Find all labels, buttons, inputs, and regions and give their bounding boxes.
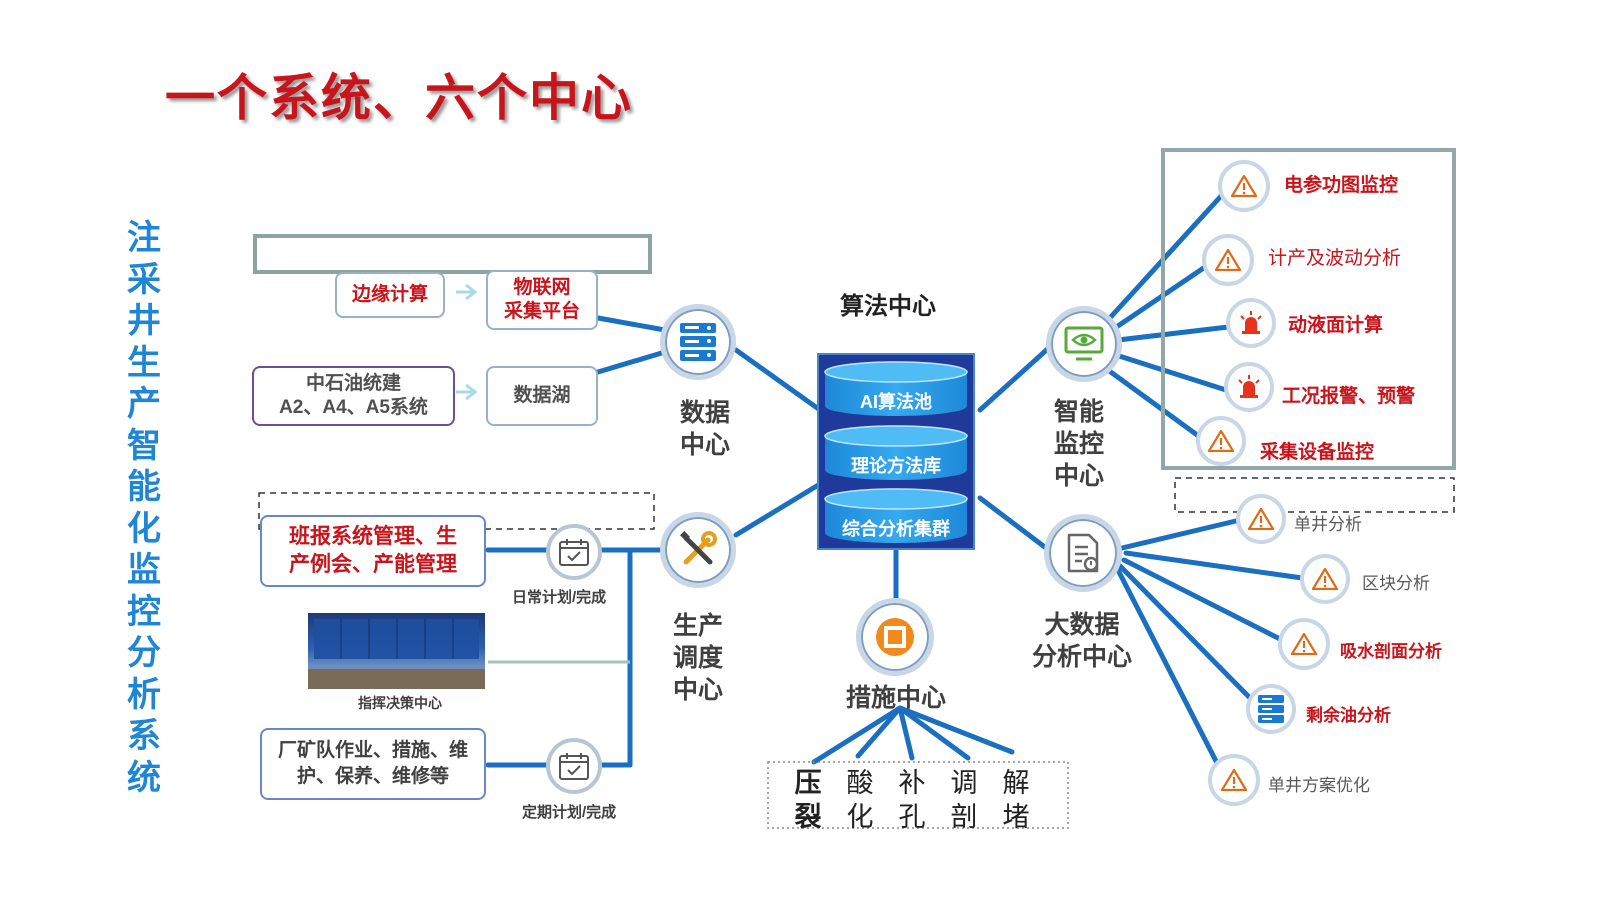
command-center-caption: 指挥决策中心 <box>358 695 442 711</box>
warning-icon <box>1202 234 1254 286</box>
cylinder-label: 综合分析集群 <box>842 519 950 539</box>
monitor-item-label: 电参功图监控 <box>1284 175 1399 196</box>
warning-icon <box>1236 494 1286 544</box>
cylinder-label: AI算法池 <box>860 392 932 412</box>
cylinder-label: 理论方法库 <box>851 456 941 476</box>
warning-icon <box>1300 554 1350 604</box>
alarm-light-icon <box>1224 362 1274 412</box>
monitor-item-label: 采集设备监控 <box>1260 442 1375 463</box>
database-icon <box>1246 684 1296 734</box>
mine-operations-box: 厂矿队作业、措施、维 护、保养、维修等 <box>260 728 486 800</box>
measure-plug-removal: 解 堵 <box>1002 768 1030 832</box>
cylinder-theory-library: 理论方法库 <box>823 424 969 480</box>
alarm-light-icon <box>1226 298 1276 348</box>
algorithm-center-label: 算法中心 <box>840 293 936 320</box>
measure-fracturing: 压 裂 <box>794 768 822 832</box>
server-icon <box>680 323 716 361</box>
tools-icon <box>680 531 717 565</box>
daily-plan-caption: 日常计划/完成 <box>512 589 607 606</box>
production-hub <box>660 512 736 588</box>
smart-monitor-frame <box>1161 148 1456 470</box>
big-data-hub <box>1044 514 1122 592</box>
analysis-item-label: 单井分析 <box>1294 515 1362 534</box>
empty-frame-top <box>253 234 652 274</box>
monitor-item-label: 动液面计算 <box>1288 315 1384 336</box>
data-lake-box: 数据湖 <box>486 366 598 426</box>
measures-label: 措施中心 <box>846 684 947 712</box>
report-icon <box>1067 533 1099 573</box>
analysis-item-label: 吸水剖面分析 <box>1340 642 1442 661</box>
iot-platform-box: 物联网 采集平台 <box>486 270 598 330</box>
big-data-label: 大数据 分析中心 <box>1032 611 1133 671</box>
cylinder-analysis-cluster: 综合分析集群 <box>823 487 969 543</box>
regular-plan-caption: 定期计划/完成 <box>522 804 617 821</box>
cnpc-system-box: 中石油统建 A2、A4、A5系统 <box>252 366 455 426</box>
calendar-icon <box>546 524 602 580</box>
monitor-item-label: 工况报警、预警 <box>1282 386 1416 407</box>
smart-monitor-label: 智能 监控 中心 <box>1054 398 1105 490</box>
analysis-item-label: 区块分析 <box>1362 574 1430 593</box>
cylinder-ai-pool: AI算法池 <box>823 360 969 416</box>
warning-icon <box>1218 160 1270 212</box>
measures-frame <box>767 761 1069 829</box>
command-center-photo <box>308 613 485 689</box>
monitor-eye-icon <box>1064 326 1104 361</box>
production-label: 生产 调度 中心 <box>673 612 724 704</box>
warning-icon <box>1196 416 1246 466</box>
data-center-hub <box>660 304 736 380</box>
warning-icon <box>1278 618 1330 670</box>
smart-monitor-hub <box>1046 306 1122 382</box>
warning-icon <box>1208 754 1260 806</box>
measure-reperforation: 补 孔 <box>898 768 926 832</box>
shift-report-box: 班报系统管理、生 产例会、产能管理 <box>260 515 486 587</box>
monitor-item-label: 计产及波动分析 <box>1268 248 1402 269</box>
main-title: 一个系统、六个中心 <box>165 70 633 126</box>
edge-computing-box: 边缘计算 <box>335 272 445 318</box>
measure-profile-control: 调 剖 <box>950 768 978 832</box>
measures-hub <box>856 598 934 676</box>
dashed-frame-right <box>1174 477 1455 513</box>
calendar-icon <box>546 738 602 794</box>
analysis-item-label: 单井方案优化 <box>1268 776 1370 795</box>
data-center-label: 数据 中心 <box>680 399 731 459</box>
measure-acidizing: 酸 化 <box>846 768 874 832</box>
analysis-item-label: 剩余油分析 <box>1306 706 1391 725</box>
side-title: 注采井生产智能化监控分析系统 <box>127 219 161 797</box>
coin-icon <box>876 618 914 656</box>
